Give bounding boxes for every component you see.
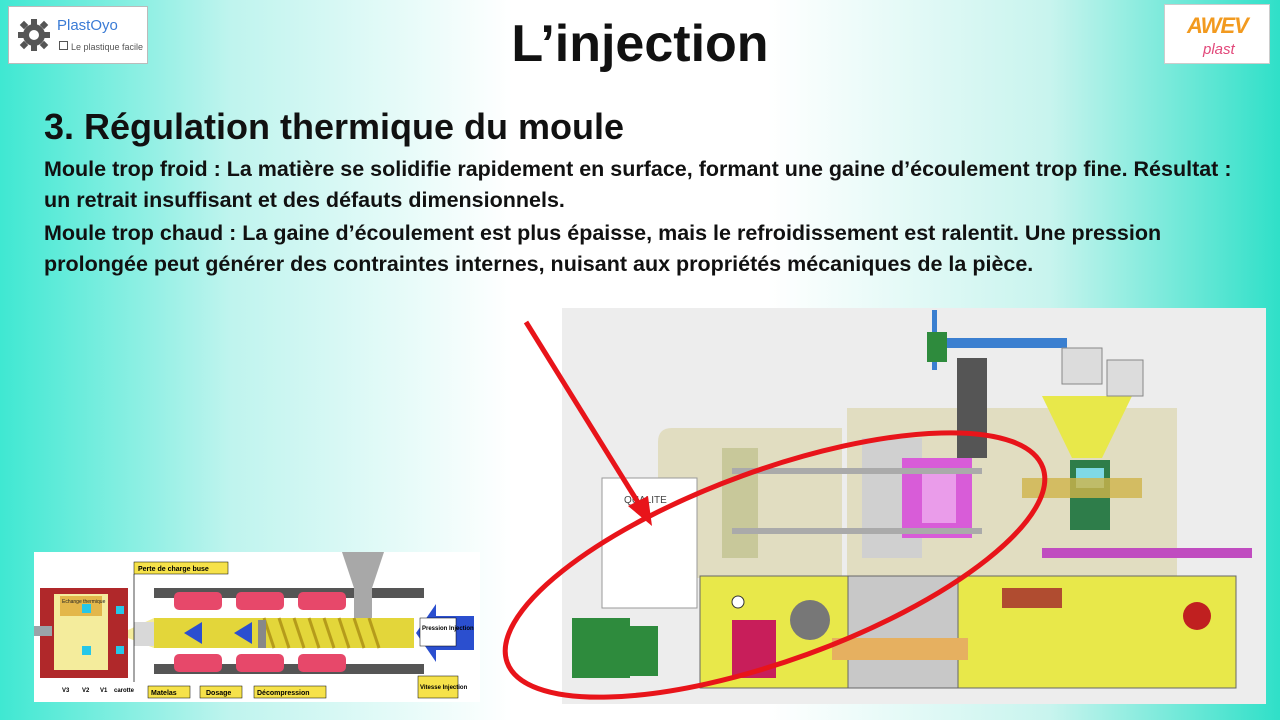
carotte-label: carotte bbox=[114, 688, 135, 694]
checkbox-icon bbox=[59, 41, 68, 50]
section-heading: 3. Régulation thermique du moule bbox=[44, 106, 625, 147]
matelas-label: Matelas bbox=[151, 690, 177, 697]
dosage-label: Dosage bbox=[206, 690, 231, 697]
v1-label: V1 bbox=[100, 688, 108, 694]
gear-icon bbox=[18, 19, 50, 51]
vitesse-label: Vitesse Injection bbox=[420, 685, 468, 691]
plastoyo-tagline: Le plastique facile bbox=[59, 41, 143, 52]
awev-sub: plast bbox=[1203, 41, 1235, 58]
pression-label: Pression Injection bbox=[422, 626, 474, 632]
echange-label: Echange thermique bbox=[62, 599, 106, 605]
decompression-label: Décompression bbox=[257, 690, 310, 697]
v3-label: V3 bbox=[62, 688, 70, 694]
paragraph-hot-mold: Moule trop chaud : La gaine d’écoulement… bbox=[44, 221, 1162, 276]
awev-plast-logo: AWEV plast bbox=[1164, 4, 1270, 64]
page-title: L’injection bbox=[511, 15, 769, 73]
v2-label: V2 bbox=[82, 688, 90, 694]
machine-base-right bbox=[957, 575, 1237, 689]
paragraph-cold-mold: Moule trop froid : La matière se solidif… bbox=[44, 157, 1232, 212]
perte-label: Perte de charge buse bbox=[138, 566, 209, 573]
injection-machine-illustration: QUALITE bbox=[562, 308, 1266, 704]
emergency-stop-icon bbox=[1183, 602, 1211, 630]
qualite-label: QUALITE bbox=[624, 495, 667, 506]
awev-brand: AWEV bbox=[1187, 13, 1249, 38]
plastoyo-logo: PlastOyo Le plastique facile bbox=[8, 6, 148, 64]
plastoyo-brand: PlastOyo bbox=[57, 17, 118, 34]
hopper bbox=[1042, 396, 1132, 458]
injection-screw-diagram: Echange thermique Pression Injection Per… bbox=[34, 552, 480, 702]
hopper bbox=[342, 552, 384, 588]
